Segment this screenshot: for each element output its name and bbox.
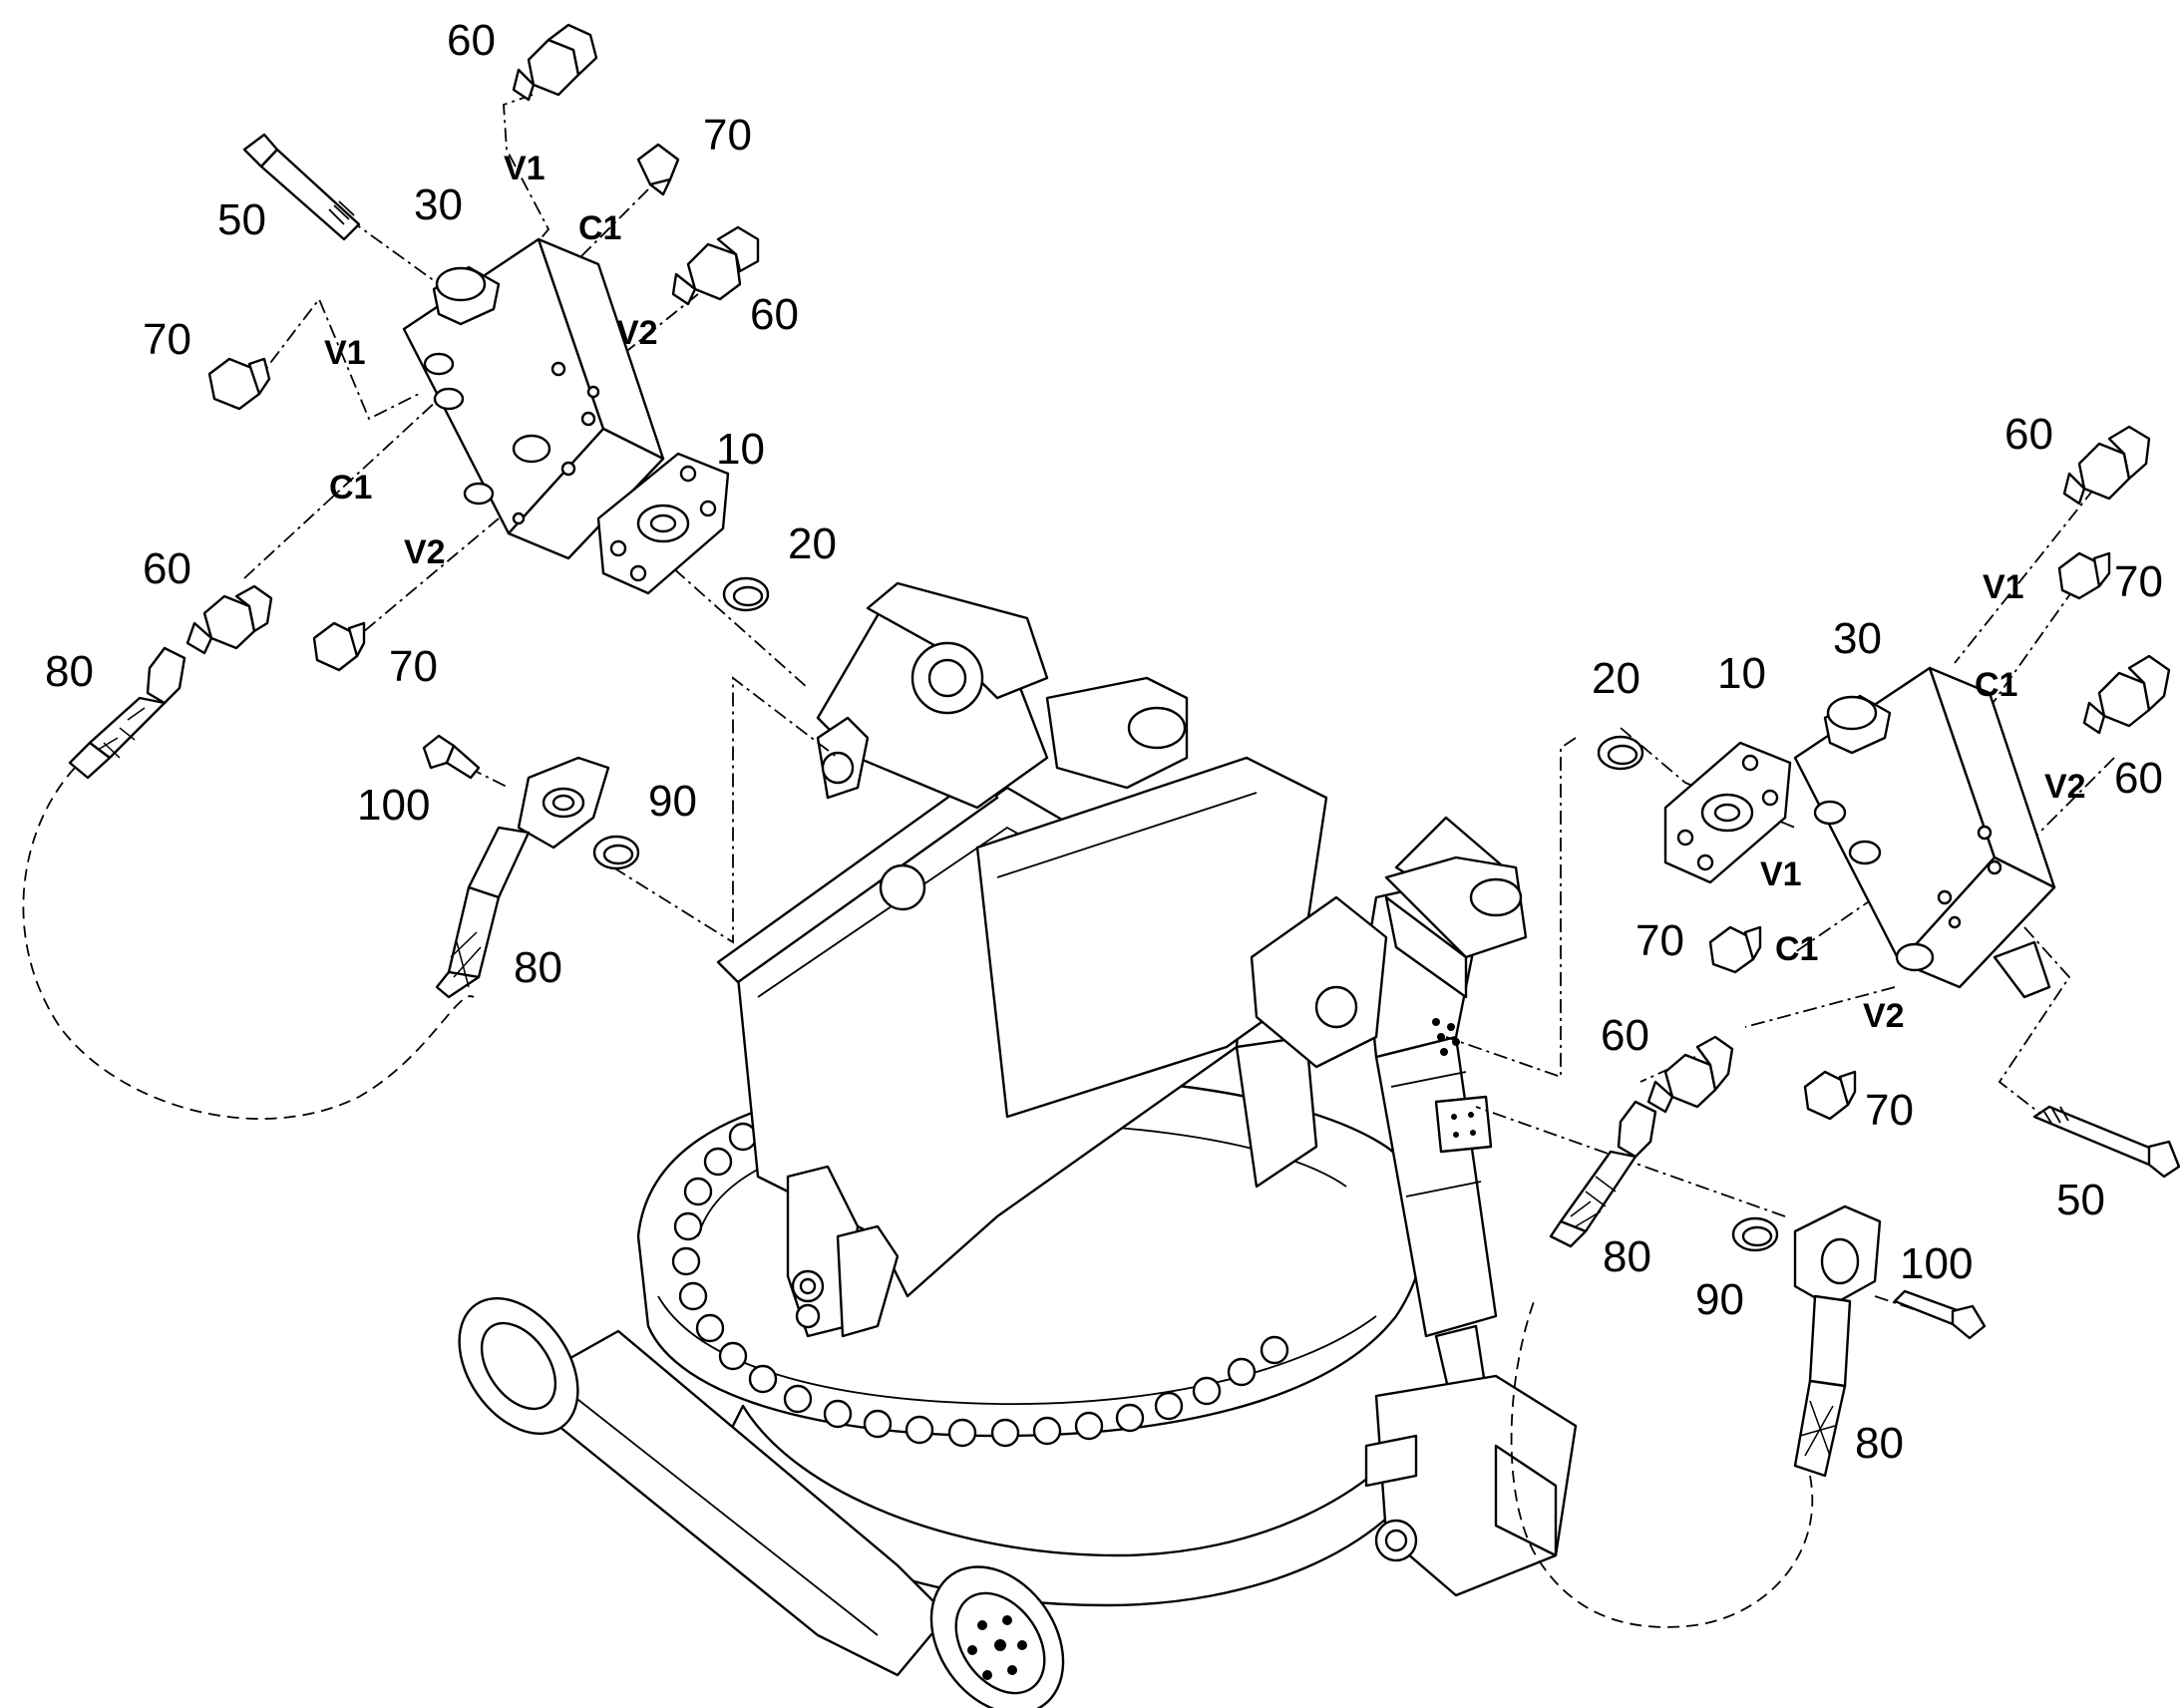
hose-80-right — [1549, 1100, 1657, 1248]
label-seal-20-left: 20 — [788, 519, 837, 568]
valve-block-30-right — [1793, 666, 2056, 999]
label-seal-ring-90-right: 90 — [1695, 1275, 1744, 1324]
label-plug-70-top-left: 70 — [703, 111, 752, 160]
label-bolt-50-left: 50 — [217, 195, 266, 244]
seal-20-right — [1597, 735, 1644, 771]
cylinder-ports — [1432, 1018, 1460, 1056]
label-plug-70-bottom-right: 70 — [1865, 1086, 1914, 1135]
label-plug-70-left-right: 70 — [1635, 916, 1684, 965]
label-plug-70-left-left: 70 — [143, 315, 191, 364]
bolt-50-right — [2032, 1105, 2180, 1179]
seal-ring-90-left — [592, 835, 640, 870]
valve-block-30-left — [402, 237, 665, 560]
left-valve-assembly — [22, 23, 839, 1120]
fitting-60-top — [512, 23, 598, 102]
fitting-60-right-right — [2082, 654, 2171, 735]
label-fitting-60-top-right: 60 — [2004, 410, 2053, 459]
flange-10-right — [1663, 741, 1792, 884]
label-port-v1-top-right: V1 — [1983, 568, 2024, 606]
label-port-v2-bottom-left: V2 — [404, 533, 446, 571]
label-port-c1-left-right: C1 — [1775, 930, 1818, 968]
seal-20-left — [722, 576, 770, 612]
right-valve-assembly — [1445, 425, 2180, 1628]
label-bolt-50-right: 50 — [2056, 1176, 2105, 1224]
label-screw-100-right: 100 — [1900, 1239, 1973, 1288]
label-seal-20-right: 20 — [1592, 654, 1640, 703]
fitting-60-right — [671, 225, 760, 306]
label-port-v1-top-left: V1 — [504, 150, 545, 187]
fitting-60-top-right — [2062, 425, 2151, 506]
label-port-v2-right-left: V2 — [616, 314, 658, 352]
label-port-c1-left-left: C1 — [329, 469, 372, 507]
screw-100-right — [1893, 1289, 1987, 1340]
plug-70-top-right — [2057, 551, 2111, 600]
label-port-v2-right-right: V2 — [2044, 768, 2086, 806]
label-port-c1-top-left: C1 — [578, 209, 621, 247]
screw-100-left — [422, 734, 481, 780]
label-valve-block-30-right: 30 — [1833, 614, 1882, 663]
plug-70-left — [207, 357, 271, 411]
label-fitting-60-right-right: 60 — [2114, 754, 2163, 803]
bolt-50-left — [242, 133, 361, 241]
label-hose-flange-80-left: 80 — [514, 943, 562, 992]
label-hose-80-left: 80 — [45, 647, 94, 696]
seal-ring-90-right — [1731, 1216, 1779, 1252]
label-port-v2-bottom-right: V2 — [1863, 997, 1905, 1035]
plug-70-bottom-right — [1803, 1070, 1857, 1121]
fitting-60-left-right — [1646, 1035, 1734, 1114]
label-port-v1-left-right: V1 — [1760, 855, 1802, 893]
hose-80-left — [22, 646, 475, 1120]
hose-flange-80-left — [435, 756, 610, 999]
label-fitting-60-right-left: 60 — [750, 290, 799, 339]
label-seal-ring-90-left: 90 — [648, 777, 697, 826]
rotator-assembly — [458, 581, 1578, 1708]
label-hose-80-right: 80 — [1603, 1232, 1651, 1281]
plug-70-left-right — [1708, 925, 1762, 974]
label-port-v1-left-left: V1 — [324, 334, 366, 372]
label-flange-10-right: 10 — [1717, 649, 1766, 698]
flange-10-left — [596, 452, 730, 595]
plug-70-top — [636, 143, 680, 196]
label-fitting-60-left-right: 60 — [1601, 1011, 1649, 1060]
label-screw-100-left: 100 — [357, 781, 430, 830]
fitting-60-left — [185, 584, 273, 655]
label-plug-70-bottom-left: 70 — [389, 642, 438, 691]
label-fitting-60-left-left: 60 — [143, 544, 191, 593]
label-fitting-60-top-left: 60 — [447, 16, 496, 65]
ring-bolts — [671, 1122, 1289, 1448]
label-valve-block-30-left: 30 — [414, 180, 463, 229]
left-labels: 60 V1 70 50 30 C1 60 V2 70 V1 10 C1 V2 2… — [45, 16, 837, 992]
label-flange-10-left: 10 — [716, 425, 765, 474]
plug-70-bottom — [312, 621, 366, 672]
label-plug-70-top-right: 70 — [2114, 557, 2163, 606]
label-port-c1-top-right: C1 — [1975, 666, 2017, 704]
label-hose-flange-80-right: 80 — [1855, 1419, 1904, 1468]
right-labels: 60 V1 70 30 C1 20 10 V2 60 V1 70 C1 60 V… — [1592, 410, 2163, 1468]
hose-flange-80-right — [1510, 1204, 1882, 1628]
